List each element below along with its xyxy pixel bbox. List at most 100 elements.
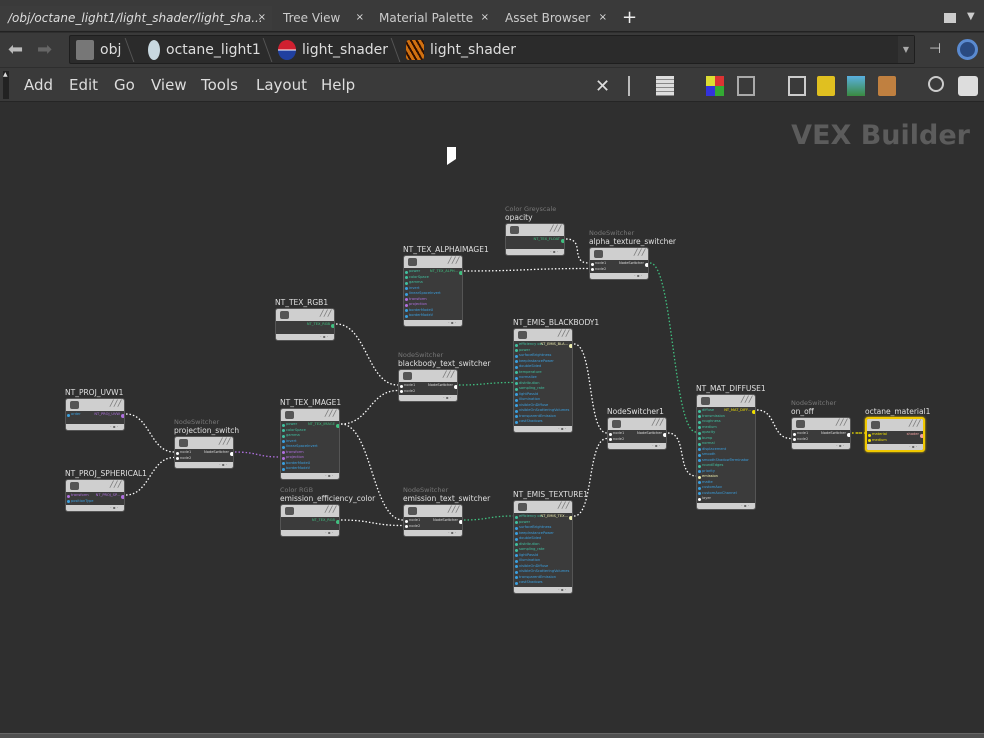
node-flags-icon[interactable]: / / /	[741, 395, 752, 405]
breadcrumb-light-shader[interactable]: light_shader	[278, 36, 388, 64]
wire-sph-proj[interactable]	[125, 456, 175, 496]
port-dot[interactable]	[67, 500, 70, 503]
input-port[interactable]: invert	[281, 439, 339, 445]
port-dot[interactable]	[698, 431, 701, 435]
node-header[interactable]: / / /	[608, 418, 666, 430]
wire-rgb-bbs[interactable]	[335, 323, 399, 386]
wire-bbs-bb[interactable]	[458, 381, 514, 386]
menu-edit[interactable]: Edit	[69, 76, 99, 94]
port-dot[interactable]	[515, 548, 518, 552]
input-port[interactable]: node2	[404, 524, 462, 530]
wire-dif-onoff[interactable]	[756, 409, 792, 440]
input-port[interactable]: visibleOnScatteringVolumes	[514, 408, 572, 414]
output-port[interactable]	[336, 423, 339, 428]
wire-ats-dif[interactable]	[649, 262, 697, 433]
node-body[interactable]: / / /NT_TEX_FLOAT· ▪ ·	[505, 223, 565, 256]
input-port[interactable]: node1	[175, 450, 233, 456]
input-port[interactable]: power	[514, 348, 572, 354]
node-body[interactable]: / / /NT_TEX_RGB· ▪ ·	[280, 504, 340, 537]
forward-arrow-icon[interactable]: ➡	[37, 39, 53, 60]
node-flags-icon[interactable]: / / /	[448, 256, 459, 266]
input-port[interactable]: displacement	[697, 447, 755, 453]
input-port[interactable]: order	[66, 412, 124, 418]
tab-tree-view[interactable]: Tree View×	[275, 6, 370, 30]
input-port[interactable]: positionType	[66, 499, 124, 505]
input-port[interactable]: doubleSided	[514, 364, 572, 370]
port-dot[interactable]	[515, 387, 518, 391]
port-dot[interactable]	[515, 398, 518, 402]
input-port[interactable]: node1	[608, 431, 666, 437]
port-dot[interactable]	[515, 559, 518, 563]
input-port[interactable]: surfaceBrightness	[514, 353, 572, 359]
menu-tools[interactable]: Tools	[201, 76, 238, 94]
input-port[interactable]: smoothShadowTerminator	[697, 458, 755, 464]
node-name[interactable]: NT_TEX_IMAGE1	[280, 398, 342, 407]
port-dot[interactable]	[609, 432, 612, 436]
input-port[interactable]: normal	[697, 441, 755, 447]
port-dot[interactable]	[282, 451, 285, 454]
port-dot[interactable]	[515, 515, 518, 519]
port-dot[interactable]	[282, 423, 285, 427]
input-port[interactable]: colorSpace	[281, 428, 339, 434]
input-port[interactable]: matte	[697, 480, 755, 486]
node-flags-icon[interactable]: / / /	[836, 418, 847, 428]
collapse-toolbar-handle[interactable]: ▲	[3, 71, 9, 99]
node-header[interactable]: / / /	[281, 505, 339, 517]
input-port[interactable]: invert	[404, 286, 462, 292]
port-dot[interactable]	[515, 382, 518, 385]
input-port[interactable]: borderModeU	[404, 308, 462, 314]
input-port[interactable]: transparentEmission	[514, 575, 572, 581]
port-dot[interactable]	[282, 456, 285, 460]
node-header[interactable]: / / /	[66, 399, 124, 411]
port-dot[interactable]	[282, 445, 285, 449]
output-port[interactable]	[569, 343, 572, 348]
menu-view[interactable]: View	[151, 76, 187, 94]
node-name[interactable]: on_off	[791, 407, 814, 416]
input-port[interactable]: efficiency or...	[514, 514, 572, 520]
input-port[interactable]: medium	[867, 438, 923, 444]
input-port[interactable]: colorSpace	[404, 275, 462, 281]
port-dot[interactable]	[515, 581, 518, 585]
port-dot[interactable]	[698, 420, 701, 424]
input-port[interactable]: customAov	[697, 485, 755, 491]
output-port[interactable]	[920, 433, 923, 438]
node-name[interactable]: projection_switch	[174, 426, 240, 435]
port-dot[interactable]	[515, 393, 518, 396]
port-dot[interactable]	[282, 429, 285, 432]
path-dropdown-icon[interactable]: ▼	[898, 36, 914, 63]
port-dot[interactable]	[405, 292, 408, 296]
port-dot[interactable]	[698, 409, 701, 413]
node-header[interactable]: / / /	[506, 224, 564, 236]
port-dot[interactable]	[515, 554, 518, 557]
eye-icon[interactable]	[958, 76, 978, 96]
breadcrumb-obj[interactable]: obj	[76, 36, 121, 64]
node-header[interactable]: / / /	[404, 505, 462, 517]
port-dot[interactable]	[515, 532, 518, 535]
port-dot[interactable]	[282, 440, 285, 443]
menu-add[interactable]: Add	[24, 76, 54, 94]
input-port[interactable]: node2	[399, 389, 457, 395]
wire-img-bbs[interactable]	[340, 389, 399, 425]
node-name[interactable]: NT_MAT_DIFFUSE1	[696, 384, 766, 393]
input-port[interactable]: projection	[281, 455, 339, 461]
close-icon[interactable]: ×	[257, 12, 266, 23]
input-port[interactable]: emission	[697, 474, 755, 480]
input-port[interactable]: lightPassId	[514, 553, 572, 559]
input-port[interactable]: roughness	[697, 419, 755, 425]
input-port[interactable]: node1	[590, 261, 648, 267]
port-dot[interactable]	[282, 434, 285, 438]
port-dot[interactable]	[282, 467, 285, 471]
port-dot[interactable]	[405, 519, 408, 523]
input-port[interactable]: transparentEmission	[514, 414, 572, 420]
input-port[interactable]: projection	[404, 302, 462, 308]
node-header[interactable]: / / /	[867, 419, 923, 431]
input-port[interactable]: linearSpaceInvert	[404, 291, 462, 297]
input-port[interactable]: illumination	[514, 558, 572, 564]
node-flags-icon[interactable]: / / /	[448, 505, 459, 515]
input-port[interactable]: linearSpaceInvert	[281, 444, 339, 450]
port-dot[interactable]	[176, 457, 179, 460]
